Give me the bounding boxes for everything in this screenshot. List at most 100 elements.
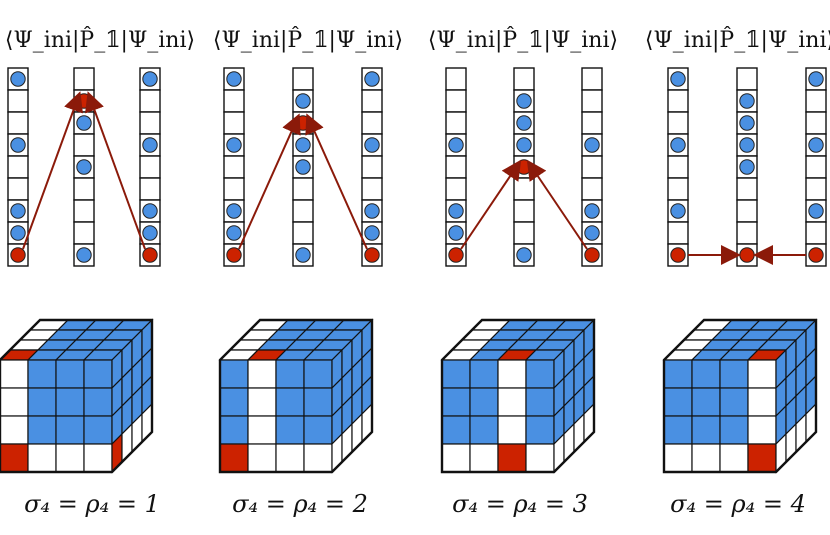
- panel-1-cube-front-2-1: [27, 415, 57, 445]
- panel-2-cube-front-0-1: [247, 359, 277, 389]
- panel-2-col-3-cell-5: [361, 155, 383, 179]
- panel-3-col-3-blue-ball: [584, 203, 600, 219]
- panel-3-cube-front-1-0: [441, 387, 471, 417]
- panel-1-cube-front-1-0: [0, 387, 29, 417]
- panel-4-cube-front-2-1: [691, 415, 721, 445]
- panel-2-cube-front-1-0: [219, 387, 249, 417]
- panel-1-col-3-blue-ball: [142, 225, 158, 241]
- panel-3-cube-outline: [440, 318, 596, 474]
- panel-4-col-2-cell-8: [736, 221, 758, 245]
- panel-2-col-1-cell-3: [223, 111, 245, 135]
- panel-4-cube-front-3-2: [719, 443, 749, 473]
- panel-2-cube-front-2-2: [275, 415, 305, 445]
- panel-4-col-1-cell-2: [667, 89, 689, 113]
- panel-2-cube-front-2-1: [247, 415, 277, 445]
- panel-2-cube-front-1-3: [303, 387, 333, 417]
- panel-1-cube-front-3-0: [0, 443, 29, 473]
- panel-2-col-1-cell-5: [223, 155, 245, 179]
- panel-3-col-1-cell-1: [445, 67, 467, 91]
- panel-2-cube-front-2-0: [219, 415, 249, 445]
- panel-1-cube-front-3-1: [27, 443, 57, 473]
- panel-1-cube-front-0-3: [83, 359, 113, 389]
- panel-3-cube-front-2-2: [497, 415, 527, 445]
- panel-2-cube-front-1-1: [247, 387, 277, 417]
- panel-1-col-2-blue-ball: [76, 115, 92, 131]
- panel-2-arrow-1: [238, 113, 301, 250]
- panel-3-caption: σ₄ = ρ₄ = 3: [452, 490, 588, 518]
- panel-2-col-1-cell-2: [223, 89, 245, 113]
- panel-1-cube-front-3-2: [55, 443, 85, 473]
- panel-3-col-2-blue-ball: [516, 137, 532, 153]
- panel-2-cube-front-3-2: [275, 443, 305, 473]
- panel-2-cube-front-0-0: [219, 359, 249, 389]
- panel-3-col-1-cell-3: [445, 111, 467, 135]
- panel-1-col-1-blue-ball: [10, 203, 26, 219]
- panel-2-arrow-2: [305, 113, 368, 250]
- panel-4-col-1-cell-5: [667, 155, 689, 179]
- panel-3-cube-front-0-2: [497, 359, 527, 389]
- panel-1-col-1-red-ball: [10, 247, 26, 263]
- panel-2-title: ⟨Ψ_ini|P̂_𝟙|Ψ_ini⟩: [212, 28, 404, 53]
- panel-4-caption: σ₄ = ρ₄ = 4: [670, 490, 806, 518]
- panel-2-col-2-blue-ball: [295, 137, 311, 153]
- panel-4-col-1-cell-8: [667, 221, 689, 245]
- panel-4-col-1-red-ball: [670, 247, 686, 263]
- panel-3-cube-front-3-1: [469, 443, 499, 473]
- panel-1-cube-front-1-3: [83, 387, 113, 417]
- panel-1-col-2-blue-ball: [76, 159, 92, 175]
- panel-2-col-3-blue-ball: [364, 137, 380, 153]
- panel-1-col-1-cell-5: [7, 155, 29, 179]
- panel-2-col-2-cell-8: [292, 221, 314, 245]
- panel-4-col-2-cell-6: [736, 177, 758, 201]
- panel-1-col-3-cell-3: [139, 111, 161, 135]
- panel-2-col-3-cell-6: [361, 177, 383, 201]
- panel-4-col-2-red-ball: [739, 247, 755, 263]
- panel-1-col-2-blue-ball: [76, 247, 92, 263]
- panel-4-col-3-red-ball: [808, 247, 824, 263]
- panel-1-cube-front-3-3: [83, 443, 113, 473]
- panel-4-col-3-blue-ball: [808, 137, 824, 153]
- panel-3-cube-front-2-3: [525, 415, 555, 445]
- panel-2-cube-front-2-3: [303, 415, 333, 445]
- panel-1-caption: σ₄ = ρ₄ = 1: [24, 490, 160, 518]
- panel-1-col-1-blue-ball: [10, 137, 26, 153]
- panel-3-cube-front-3-0: [441, 443, 471, 473]
- panel-4-cube-front-3-1: [691, 443, 721, 473]
- panel-2-cube-front-3-3: [303, 443, 333, 473]
- panel-3-col-3-red-ball: [584, 247, 600, 263]
- panel-1-col-2-cell-4: [73, 133, 95, 157]
- panel-4-col-1-blue-ball: [670, 137, 686, 153]
- panel-4-cube-front-2-2: [719, 415, 749, 445]
- panel-4-cube-front-0-3: [747, 359, 777, 389]
- panel-3-cube-front-2-0: [441, 415, 471, 445]
- panel-1-col-1-cell-6: [7, 177, 29, 201]
- panel-1-col-1-cell-3: [7, 111, 29, 135]
- panel-3-cube-front-0-3: [525, 359, 555, 389]
- panel-2-cube-front-3-0: [219, 443, 249, 473]
- panel-4-cube-front-3-3: [747, 443, 777, 473]
- panel-4-cube-front-1-3: [747, 387, 777, 417]
- panel-2-col-1-blue-ball: [226, 203, 242, 219]
- panel-2-col-1-blue-ball: [226, 71, 242, 87]
- panel-2-col-3-blue-ball: [364, 225, 380, 241]
- panel-1-col-3-red-ball: [142, 247, 158, 263]
- panel-4-col-3-cell-6: [805, 177, 827, 201]
- panel-1-cube-front-2-3: [83, 415, 113, 445]
- panel-4-cube-front-2-0: [663, 415, 693, 445]
- panel-4-col-2-blue-ball: [739, 93, 755, 109]
- panel-4-cube-front-0-2: [719, 359, 749, 389]
- panel-1-cube-front-0-0: [0, 359, 29, 389]
- panel-2-caption: σ₄ = ρ₄ = 2: [232, 490, 368, 518]
- panel-3-cube-front-3-2: [497, 443, 527, 473]
- panel-2-cube-front-0-2: [275, 359, 305, 389]
- panel-3-col-2-blue-ball: [516, 93, 532, 109]
- panel-4-cube-front-1-0: [663, 387, 693, 417]
- panel-3-cube-front-0-0: [441, 359, 471, 389]
- panel-3-col-3-blue-ball: [584, 225, 600, 241]
- panel-3-col-2-blue-ball: [516, 247, 532, 263]
- panel-4-col-3-cell-5: [805, 155, 827, 179]
- panel-1-cube-front-2-2: [55, 415, 85, 445]
- panel-1-col-3-blue-ball: [142, 203, 158, 219]
- panel-1-cube-front-1-2: [55, 387, 85, 417]
